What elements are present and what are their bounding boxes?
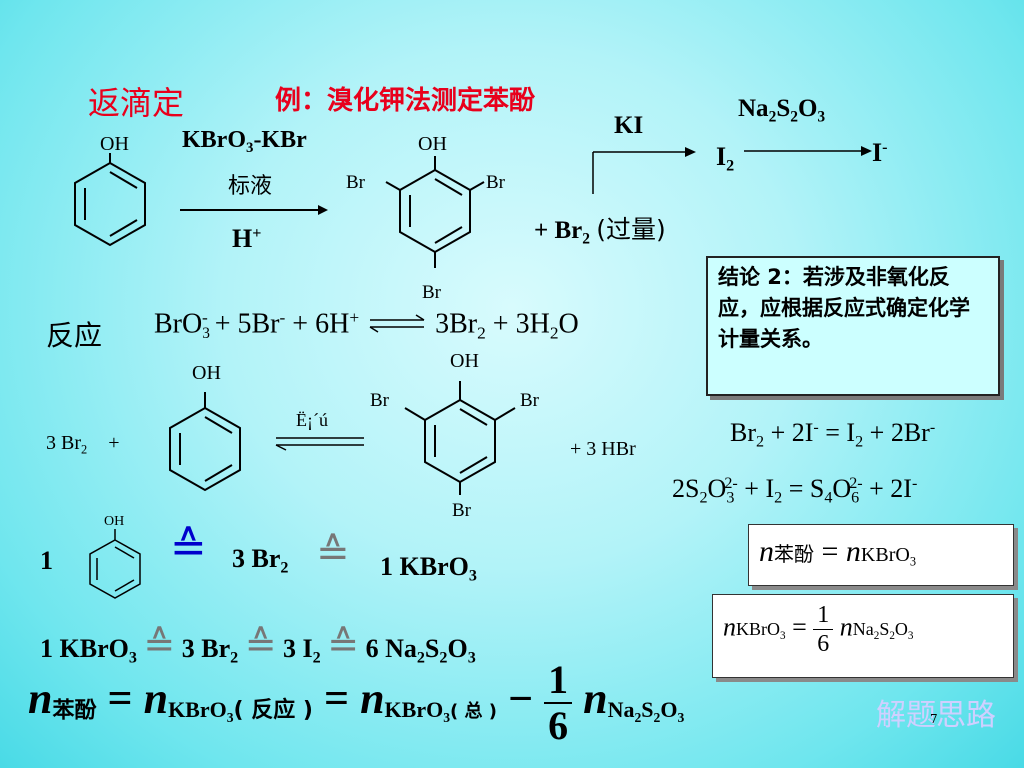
stoich-row1-coef: 1 bbox=[40, 546, 53, 575]
oh-label-1: OH bbox=[100, 133, 129, 155]
equiv-symbol-4: ≙ bbox=[327, 622, 360, 666]
h-plus-text: H bbox=[232, 224, 253, 253]
br-label-2: Br bbox=[486, 172, 505, 193]
light-label: Ë¡´ú bbox=[296, 410, 328, 430]
i2-text: I bbox=[716, 142, 727, 171]
tribromophenol-structure-2 bbox=[404, 381, 516, 495]
stoich-row2: 1 KBrO3 ≙ 3 Br2 ≙ 3 I2 ≙ 6 Na2S2O3 bbox=[40, 622, 476, 667]
br-label-1: Br bbox=[346, 172, 365, 193]
final-fraction-num: 1 bbox=[544, 660, 573, 704]
reaction-arrow-1 bbox=[180, 205, 328, 215]
oh-label-4: OH bbox=[450, 350, 479, 372]
na2s2o3-label: Na2S2O3 bbox=[738, 95, 826, 126]
reagent-label: KBrO3-KBr bbox=[182, 127, 307, 157]
oh-label-2: OH bbox=[418, 133, 447, 155]
reagent-kbr: -KBr bbox=[253, 127, 307, 153]
plus-br2-excess: + Br2 (过量) bbox=[534, 215, 666, 248]
final-total-paren: ( 总 ) bbox=[450, 701, 498, 723]
example-title: 例：溴化钾法测定苯酚 bbox=[275, 86, 536, 116]
plus-br2-text: + Br bbox=[534, 217, 583, 244]
three-br2-text: 3 Br bbox=[46, 432, 81, 454]
phenol-structure-2 bbox=[169, 392, 241, 492]
stoich-row1-kbro3-text: 1 KBrO bbox=[380, 552, 469, 581]
conclusion-box: 结论 2：若涉及非氧化反应，应根据反应式确定化学计量关系。 bbox=[706, 256, 1000, 396]
final-kbro3-2: KBrO bbox=[384, 697, 444, 723]
final-na: Na bbox=[607, 697, 635, 723]
br-label-3: Br bbox=[422, 282, 441, 303]
plus-sign-1: + bbox=[108, 432, 120, 454]
final-fraction-den: 6 bbox=[548, 703, 569, 748]
i-minus-text: I bbox=[872, 138, 883, 167]
final-n-3: n bbox=[360, 674, 385, 724]
final-fraction: 1 6 bbox=[544, 660, 573, 748]
br-label-6: Br bbox=[452, 500, 471, 521]
reaction-arrow-2 bbox=[275, 437, 364, 451]
excess-text: (过量) bbox=[596, 215, 666, 244]
equiv-symbol-2: ≙ bbox=[143, 622, 176, 666]
phenol-kbro3-box: n苯酚 = nKBrO3 bbox=[748, 524, 1014, 586]
final-minus: − bbox=[508, 674, 534, 724]
h-plus-label: H+ bbox=[232, 224, 262, 253]
ki-arrow bbox=[592, 147, 696, 194]
phenol-structure bbox=[74, 153, 146, 247]
kbro3-thiosulfate-box: nKBrO3 = 1 6 nNa2S2O3 bbox=[712, 594, 1014, 678]
stoich-row1-br2: 3 Br2 bbox=[232, 544, 289, 577]
final-phenol: 苯酚 bbox=[52, 698, 97, 724]
final-reaction-paren: ( 反应 ) bbox=[233, 698, 313, 724]
oh-label-5: OH bbox=[104, 514, 125, 529]
final-n-1: n bbox=[28, 674, 53, 724]
final-equals-2: = bbox=[323, 674, 350, 724]
fraction-small-den: 6 bbox=[817, 631, 830, 657]
back-titration-title: 返滴定 bbox=[88, 84, 185, 122]
oh-label-3: OH bbox=[192, 362, 221, 384]
stoich-row2-na2s2o3: 6 Na bbox=[365, 634, 417, 663]
tribromophenol-structure-1 bbox=[385, 156, 485, 268]
final-n-4: n bbox=[583, 674, 608, 724]
reaction-label: 反应 bbox=[46, 319, 103, 352]
final-kbro3-1: KBrO bbox=[168, 697, 227, 723]
fraction-small-num: 1 bbox=[813, 603, 834, 630]
page-number: 7 bbox=[930, 712, 938, 726]
solution-hint-link[interactable]: 解题思路 bbox=[876, 698, 996, 733]
ki-label: KI bbox=[614, 112, 644, 139]
final-n-2: n bbox=[143, 674, 169, 724]
final-equation: n苯酚 = nKBrO3( 反应 ) = nKBrO3( 总 ) − 1 6 n… bbox=[28, 657, 685, 748]
reaction-equation-3: 2S2O32- + I2 = S4O62- + 2I- bbox=[672, 474, 918, 507]
br-label-4: Br bbox=[370, 390, 389, 411]
fraction-small: 1 6 bbox=[813, 603, 834, 657]
reagent-standard-solution: 标液 bbox=[228, 174, 273, 199]
equiv-symbol-1: ≙ bbox=[316, 530, 350, 576]
stoich-row1-br2-text: 3 Br bbox=[232, 544, 281, 573]
final-equals-1: = bbox=[107, 674, 133, 724]
stoich-row2-kbro3: 1 KBrO bbox=[40, 634, 129, 663]
equiv-symbol-blue: ≙ bbox=[170, 522, 207, 573]
equilibrium-arrow bbox=[366, 310, 428, 342]
reaction-equation-1: BrO3- + 5Br- + 6H+ 3Br2 + 3H2O bbox=[154, 308, 579, 343]
phenol-kbro3-eq: n苯酚 = nKBrO3 bbox=[759, 535, 917, 569]
three-br2-label: 3 Br2 + bbox=[46, 432, 120, 457]
phenol-structure-small bbox=[89, 529, 141, 599]
i2-label: I2 bbox=[716, 142, 735, 175]
reaction-equation-2: Br2 + 2I- = I2 + 2Br- bbox=[730, 418, 936, 451]
stoich-row2-i2: 3 I bbox=[283, 634, 313, 663]
conclusion-text: 结论 2：若涉及非氧化反应，应根据反应式确定化学计量关系。 bbox=[718, 265, 970, 351]
stoich-row2-br2: 3 Br bbox=[181, 634, 231, 663]
equilibrium-arrow-svg bbox=[369, 314, 425, 333]
i-minus-label: I- bbox=[872, 138, 888, 167]
thiosulfate-arrow bbox=[744, 146, 872, 156]
plus-3hbr-label: + 3 HBr bbox=[570, 438, 636, 460]
br-label-5: Br bbox=[520, 390, 539, 411]
stoich-row1-kbro3: 1 KBrO3 bbox=[380, 552, 477, 585]
reagent-kbro3: KBrO bbox=[182, 127, 246, 153]
kbro3-thiosulfate-eq: nKBrO3 = 1 6 nNa2S2O3 bbox=[723, 602, 914, 657]
equiv-symbol-3: ≙ bbox=[244, 622, 277, 666]
